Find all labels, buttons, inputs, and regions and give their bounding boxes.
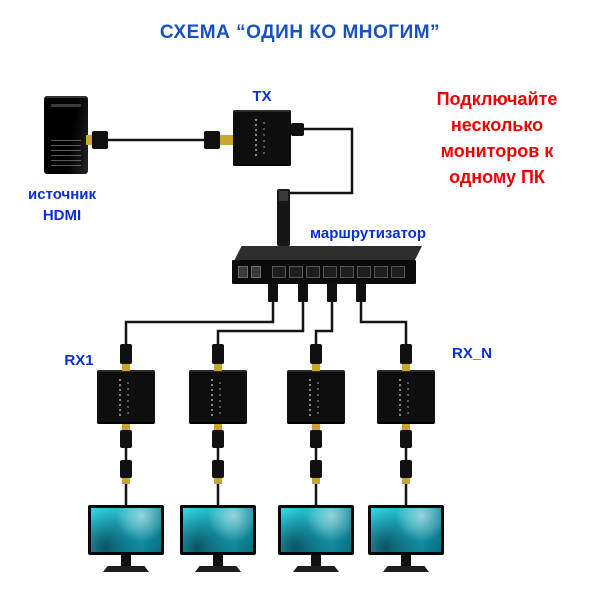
- monitor-screen: [281, 508, 351, 552]
- router-port: [357, 266, 371, 278]
- monitor-stand-neck: [311, 555, 321, 566]
- monitor-screen: [183, 508, 253, 552]
- rx-print-decoration: [127, 382, 129, 414]
- hdmi-cable-rx3-to-monitor: [310, 424, 322, 506]
- hdmi-cable-rx2-to-monitor: [212, 424, 224, 506]
- tx-print-decoration: [263, 122, 265, 154]
- note-text: Подключайте несколько мониторов к одному…: [408, 86, 586, 190]
- monitor-screen: [91, 508, 161, 552]
- rx-extender-4: [377, 370, 435, 424]
- diagram-title: СХЕМА “ОДИН КО МНОГИМ”: [159, 22, 441, 43]
- note-line: Подключайте: [436, 89, 558, 109]
- cable-router-to-rx2: [216, 301, 305, 346]
- source-label: источник HDMI: [10, 184, 114, 226]
- note-line: мониторов к: [440, 141, 554, 161]
- router-output-plugs: [268, 283, 366, 302]
- tx-extender: [233, 110, 291, 166]
- cable-router-to-rx3: [314, 301, 334, 346]
- rx-print-decoration: [219, 382, 221, 414]
- pc-drive-slot: [51, 104, 81, 107]
- rx-print-decoration: [119, 379, 121, 417]
- monitor-stand-base: [103, 566, 149, 572]
- router-port: [323, 266, 337, 278]
- monitor-2: [180, 505, 256, 577]
- monitor-4: [368, 505, 444, 577]
- monitor-bezel: [88, 505, 164, 555]
- rx-print-decoration: [407, 382, 409, 414]
- pc-vents: [51, 140, 81, 166]
- router-port-gap: [264, 272, 272, 273]
- monitor-1: [88, 505, 164, 577]
- rx-print-decoration: [309, 379, 311, 417]
- rxn-label: RX_N: [451, 345, 492, 362]
- monitor-3: [278, 505, 354, 577]
- monitor-screen: [371, 508, 441, 552]
- rx-input-plugs: [120, 344, 412, 371]
- router-port: [391, 266, 405, 278]
- cable-router-to-rxn: [359, 301, 408, 346]
- rx-print-decoration: [317, 382, 319, 414]
- pc-tower: [44, 96, 88, 174]
- cable-router-to-rx1: [124, 301, 275, 346]
- note-line: одному ПК: [449, 167, 545, 187]
- monitor-bezel: [368, 505, 444, 555]
- router-port: [306, 266, 320, 278]
- monitor-stand-neck: [401, 555, 411, 566]
- monitor-bezel: [180, 505, 256, 555]
- rx-extender-2: [189, 370, 247, 424]
- monitor-stand-neck: [213, 555, 223, 566]
- cable-pc-to-tx: [86, 131, 233, 149]
- source-label-line2: HDMI: [42, 207, 82, 224]
- router-port: [340, 266, 354, 278]
- rx-print-decoration: [399, 379, 401, 417]
- hdmi-cable-rx1-to-monitor: [120, 424, 132, 506]
- tx-label: TX: [252, 88, 272, 105]
- router: [232, 260, 416, 284]
- source-label-line1: источник: [28, 186, 96, 203]
- rx1-label: RX1: [64, 352, 94, 369]
- router-top-face: [234, 246, 422, 261]
- rx-print-decoration: [211, 379, 213, 417]
- monitor-stand-base: [293, 566, 339, 572]
- note-line: несколько: [450, 115, 544, 135]
- tx-print-decoration: [255, 119, 257, 157]
- router-port: [289, 266, 303, 278]
- router-port-small: [238, 266, 248, 278]
- rx-extender-3: [287, 370, 345, 424]
- monitor-bezel: [278, 505, 354, 555]
- router-port: [374, 266, 388, 278]
- router-port-small: [251, 266, 261, 278]
- rx-extender-1: [97, 370, 155, 424]
- router-port: [272, 266, 286, 278]
- monitor-stand-base: [383, 566, 429, 572]
- monitor-stand-base: [195, 566, 241, 572]
- router-label: маршрутизатор: [309, 225, 427, 242]
- hdmi-cable-rx4-to-monitor: [400, 424, 412, 506]
- monitor-stand-neck: [121, 555, 131, 566]
